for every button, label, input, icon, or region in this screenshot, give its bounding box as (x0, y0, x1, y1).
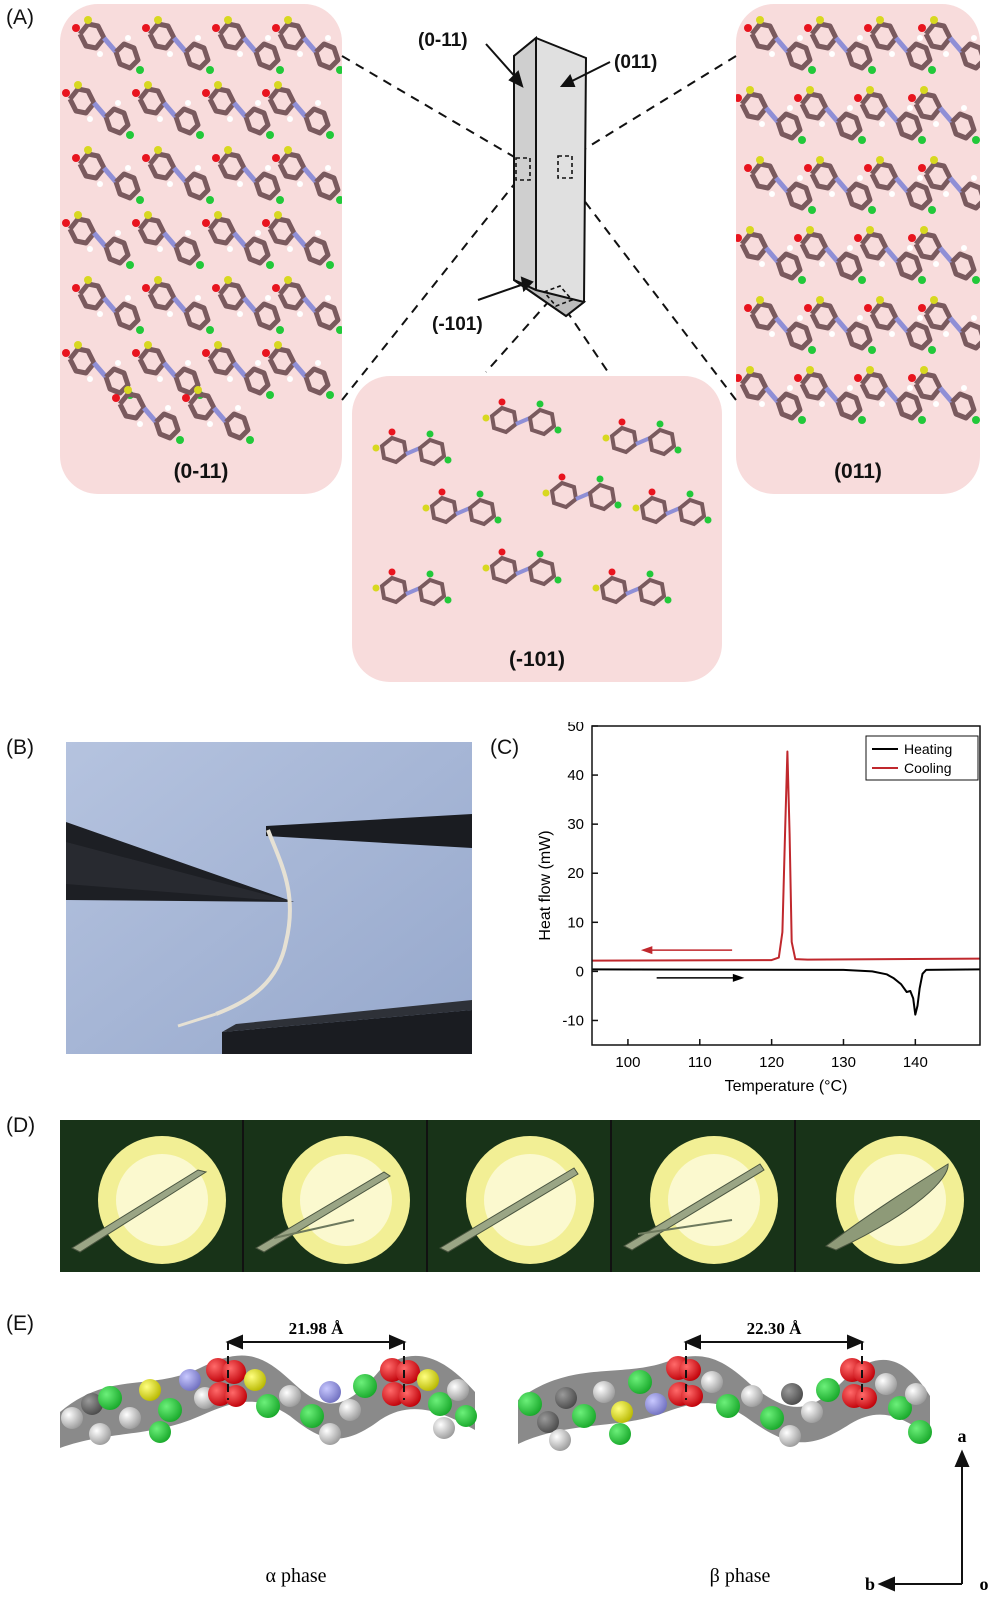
alpha-distance-label: 21.98 Å (289, 1319, 345, 1338)
panel-label-d: (D) (6, 1114, 36, 1137)
x-tick-label: 140 (903, 1054, 928, 1071)
sample-boxes (515, 155, 574, 307)
legend-box (865, 735, 979, 781)
video-frame-3 (428, 1120, 610, 1272)
crystal-diagram (341, 35, 737, 401)
crystal-prism (513, 35, 588, 318)
legend-label: Heating (904, 741, 952, 757)
axes-indicator (877, 1449, 970, 1592)
series-line-cooling (591, 750, 981, 962)
dsc-chart: 100 110 120 130 140 -10 0 10 20 30 40 50 HeatingCoo… (537, 722, 981, 1095)
beta-distance-label: 22.30 Å (747, 1319, 803, 1338)
crystal-label-minus-101: (-101) (432, 314, 483, 335)
face-label-011: (011) (834, 460, 882, 483)
projection-lines (341, 55, 737, 401)
face-panel-011: (011) (736, 4, 980, 494)
crystal-label-0-11: (0-11) (418, 30, 468, 51)
heating-arrow-head (732, 973, 745, 982)
video-frame-5 (796, 1120, 980, 1272)
alpha-phase-structure (60, 1355, 477, 1448)
alpha-measure (225, 1334, 407, 1400)
face-panel-0-11: (0-11) (60, 4, 342, 494)
x-tick-label: 120 (759, 1054, 784, 1071)
video-frame-4 (612, 1120, 794, 1272)
x-tick-label: 130 (831, 1054, 856, 1071)
axis-o-label: o (980, 1574, 989, 1594)
video-frame-strip (60, 1120, 980, 1272)
photo-tweezers-crystal (66, 742, 472, 1054)
alpha-phase-label: α phase (265, 1565, 326, 1587)
y-tick-label: -10 (562, 1012, 584, 1029)
panel-label-a: (A) (6, 6, 34, 29)
chart-series (591, 750, 981, 1016)
y-axis-label: Heat flow (mW) (537, 830, 554, 940)
axis-b-label: b (865, 1574, 875, 1594)
axis-a-label: a (958, 1426, 967, 1446)
series-line-heating (591, 968, 981, 1016)
legend-label: Cooling (904, 760, 951, 776)
x-axis-label: Temperature (°C) (725, 1078, 848, 1095)
y-tick-label: 30 (567, 816, 584, 833)
phase-structures: 21.98 Å α phase 22.30 Å β phase a b (60, 1319, 989, 1594)
panel-label-e: (E) (6, 1312, 34, 1335)
face-label-0-11: (0-11) (173, 460, 229, 483)
beta-phase-structure (518, 1356, 932, 1451)
y-tick-label: 40 (567, 767, 584, 784)
plot-frame (591, 725, 981, 1046)
panel-label-c: (C) (490, 736, 520, 759)
label-arrows (477, 43, 611, 301)
tweezers-photo (66, 742, 472, 1054)
beta-measure (683, 1334, 865, 1400)
x-tick-label: 100 (615, 1054, 640, 1071)
face-label-minus-101: (-101) (508, 648, 566, 671)
y-tick-label: 20 (567, 865, 584, 882)
cooling-arrow-head (640, 946, 653, 955)
face-panel-minus-101: (-101) (352, 376, 722, 682)
video-frame-2 (244, 1120, 426, 1272)
crystal-label-011: (011) (614, 52, 658, 73)
x-tick-label: 110 (688, 1054, 712, 1071)
beta-phase-label: β phase (710, 1565, 771, 1587)
video-frame-1 (60, 1120, 242, 1272)
chart-ticks: 100 110 120 130 140 -10 0 10 20 30 40 50 (562, 722, 928, 1071)
y-tick-label: 0 (576, 963, 584, 980)
y-tick-label: 10 (567, 914, 584, 931)
direction-arrows (640, 946, 745, 982)
y-tick-label: 50 (567, 722, 584, 735)
panel-label-b: (B) (6, 736, 34, 759)
